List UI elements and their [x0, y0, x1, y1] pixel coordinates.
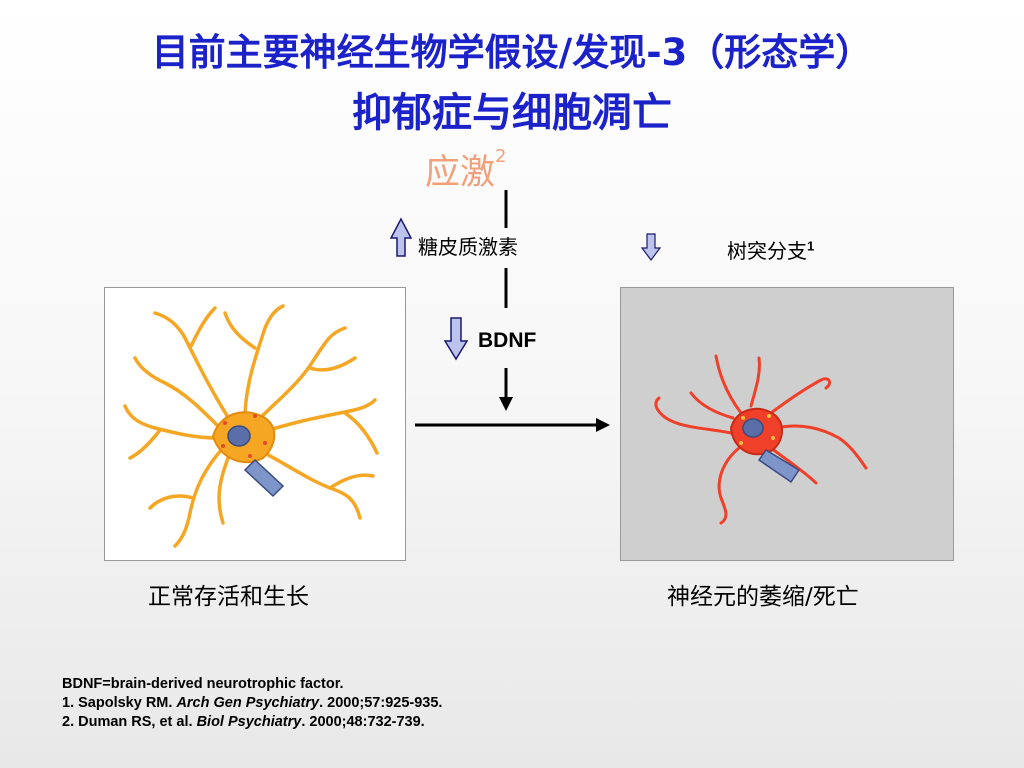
- atrophy-caption: 神经元的萎缩/死亡: [667, 584, 859, 610]
- healthy-dendrite: [148, 494, 195, 510]
- atrophic-dendrite: [769, 446, 818, 485]
- healthy-dendrite: [173, 446, 225, 548]
- healthy-granule: [248, 454, 252, 458]
- stress-text: 应激: [425, 153, 496, 193]
- atrophic-dendrite: [689, 391, 735, 420]
- glucocorticoid-label: 糖皮质激素: [418, 235, 518, 259]
- healthy-dendrite: [343, 411, 379, 455]
- bdnf-label: BDNF: [478, 329, 537, 352]
- healthy-granule: [263, 441, 267, 445]
- bdnf-down-arrow-icon: [443, 317, 469, 361]
- flow-arrowhead-right: [596, 418, 610, 432]
- healthy-dendrite: [123, 404, 219, 440]
- flow-arrowhead-down: [499, 397, 513, 411]
- ref2-authors: 2. Duman RS, et al.: [62, 714, 197, 730]
- atrophic-dendrite: [654, 396, 733, 435]
- ref1-journal: Arch Gen Psychiatry: [176, 695, 320, 711]
- stress-label: 应激2: [425, 144, 506, 195]
- healthy-dendrite: [308, 356, 357, 372]
- atrophic-dendrite: [717, 446, 741, 525]
- dendrite-down-arrow-icon: [640, 233, 662, 261]
- stress-ref: 2: [495, 146, 507, 167]
- ref2-journal: Biol Psychiatry: [196, 714, 302, 730]
- footnote-ref1: 1. Sapolsky RM. Arch Gen Psychiatry. 200…: [62, 694, 442, 713]
- atrophic-dendrite: [774, 424, 868, 470]
- atrophic-granule: [741, 416, 745, 420]
- ref2-details: . 2000;48:732-739.: [301, 714, 425, 730]
- footnote-ref2: 2. Duman RS, et al. Biol Psychiatry. 200…: [62, 713, 425, 732]
- atrophic-neuron-illustration: [654, 354, 868, 525]
- healthy-dendrite: [153, 311, 237, 430]
- dendrite-text: 树突分支: [727, 239, 807, 263]
- healthy-caption: 正常存活和生长: [148, 584, 309, 610]
- healthy-dendrite: [223, 311, 257, 350]
- healthy-dendrite: [253, 326, 347, 425]
- healthy-granule: [221, 444, 225, 448]
- atrophic-nucleus: [742, 418, 764, 438]
- atrophic-neuron-panel: [620, 287, 954, 561]
- footnote-definition: BDNF=brain-derived neurotrophic factor.: [62, 676, 344, 692]
- ref1-authors: 1. Sapolsky RM.: [62, 695, 177, 711]
- slide-title-line1: 目前主要神经生物学假设/发现-3（形态学）: [151, 31, 873, 74]
- atrophic-dendrite: [749, 356, 761, 408]
- atrophic-axon: [757, 448, 801, 484]
- dendrite-label: 树突分支1: [727, 235, 814, 264]
- atrophic-granule: [771, 436, 775, 440]
- atrophic-dendrite: [769, 377, 832, 415]
- healthy-dendrite: [188, 306, 217, 350]
- slide-title-line2: 抑郁症与细胞凋亡: [352, 90, 672, 136]
- healthy-dendrite: [133, 356, 222, 430]
- healthy-neuron-illustration: [123, 304, 379, 548]
- healthy-dendrite: [128, 428, 162, 460]
- healthy-axon: [243, 458, 285, 498]
- healthy-dendrite: [217, 451, 232, 525]
- atrophic-granule: [767, 414, 771, 418]
- dendrite-ref: 1: [807, 238, 815, 254]
- healthy-dendrite: [243, 304, 285, 420]
- healthy-granule: [223, 421, 227, 425]
- up-arrow-icon: [389, 217, 413, 257]
- healthy-dendrite: [328, 473, 375, 490]
- ref1-details: . 2000;57:925-935.: [319, 695, 443, 711]
- healthy-neuron-panel: [104, 287, 406, 561]
- healthy-dendrite: [258, 398, 377, 435]
- healthy-nucleus: [227, 425, 251, 447]
- atrophic-dendrite: [714, 354, 743, 415]
- atrophic-granule: [739, 441, 743, 445]
- healthy-granule: [253, 414, 257, 418]
